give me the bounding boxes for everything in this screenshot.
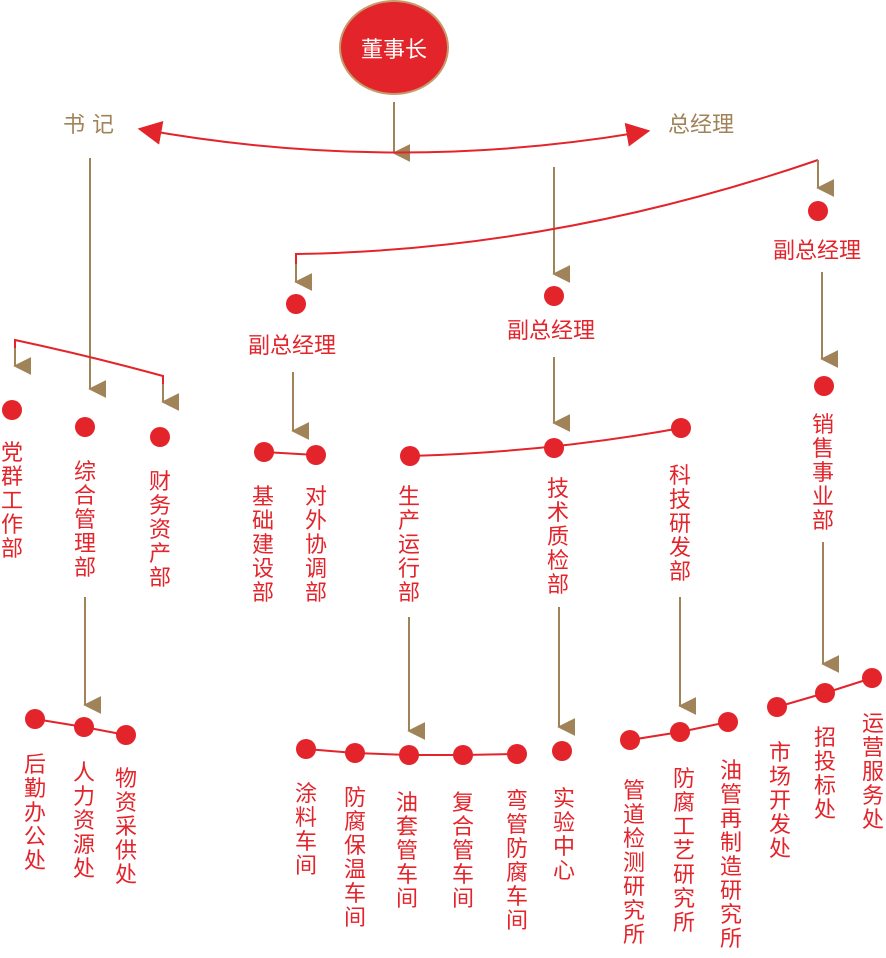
sec-unit-label: 党群工作部: [0, 441, 23, 562]
vp-left-unit-dot: [254, 442, 274, 462]
admin-unit-label: 物资采供处: [114, 767, 137, 888]
sec-unit-dot: [2, 400, 22, 420]
institute-label: 油管再制造研究所: [719, 759, 742, 952]
secretary-bracket: [14, 338, 164, 402]
vp-mid-dot: [544, 286, 564, 306]
workshop-dot: [345, 743, 365, 763]
vp-mid-unit-label: 技术质检部: [546, 477, 569, 598]
sec-unit-dot: [75, 417, 95, 437]
sales-office-dot: [862, 668, 882, 688]
general-manager-label: 总经理: [668, 113, 735, 138]
vp-mid-unit-dot: [671, 418, 691, 438]
workshop-label: 防腐保温车间: [343, 786, 366, 931]
workshop-dot: [453, 745, 473, 765]
vp-left-dot: [286, 294, 306, 314]
vp-mid-unit-dot: [400, 446, 420, 466]
sales-office-label: 运营服务处: [861, 712, 884, 833]
chairman-label: 董事长: [360, 37, 427, 63]
sales-office-dot: [815, 683, 835, 703]
admin-unit-label: 后勤办公处: [23, 753, 46, 874]
sales-office-label: 招投标处: [813, 726, 836, 823]
vp-top-unit-label: 销售事业部: [811, 413, 834, 534]
vp-top-dot: [808, 201, 828, 221]
admin-unit-dot: [25, 709, 45, 729]
workshop-dot: [399, 745, 419, 765]
secretary-label: 书 记: [63, 113, 114, 138]
institute-dot: [718, 712, 738, 732]
admin-unit-label: 人力资源处: [72, 761, 95, 882]
vp-left-unit-label: 对外协调部: [304, 485, 327, 606]
institute-dot: [670, 722, 690, 742]
sales-office-dot: [767, 697, 787, 717]
sec-unit-label: 财务资产部: [148, 470, 171, 591]
sec-unit-label: 综合管理部: [73, 460, 96, 581]
workshop-label: 油套管车间: [395, 791, 418, 912]
sec-unit-dot: [150, 427, 170, 447]
workshop-dot: [296, 739, 316, 759]
vp-mid-label: 副总经理: [507, 319, 596, 344]
workshop-label: 复合管车间: [451, 791, 474, 912]
workshop-dot: [507, 744, 527, 764]
workshop-label: 弯管防腐车间: [505, 789, 528, 934]
sales-office-label: 市场开发处: [768, 741, 791, 862]
lab-label: 实验中心: [552, 787, 575, 884]
institute-label: 管道检测研究所: [622, 779, 645, 948]
gm-bracket: [295, 159, 819, 282]
admin-unit-dot: [116, 725, 136, 745]
vp-mid-unit-label: 生产运行部: [397, 485, 420, 606]
workshop-label: 涂料车间: [294, 782, 317, 879]
chairman-node: 董事长: [339, 0, 449, 95]
vp-mid-unit-label: 科技研发部: [668, 464, 691, 585]
vp-mid-unit-dot: [544, 438, 564, 458]
vp-left-unit-label: 基础建设部: [251, 485, 274, 606]
admin-unit-dot: [74, 717, 94, 737]
institute-label: 防腐工艺研究所: [672, 767, 695, 936]
lab-dot: [552, 741, 572, 761]
vp-top-unit-dot: [814, 376, 834, 396]
institute-dot: [620, 730, 640, 750]
vp-left-unit-dot: [306, 445, 326, 465]
exec-curve: [137, 121, 651, 154]
vp-left-label: 副总经理: [248, 334, 337, 359]
vp-top-label: 副总经理: [773, 239, 862, 264]
